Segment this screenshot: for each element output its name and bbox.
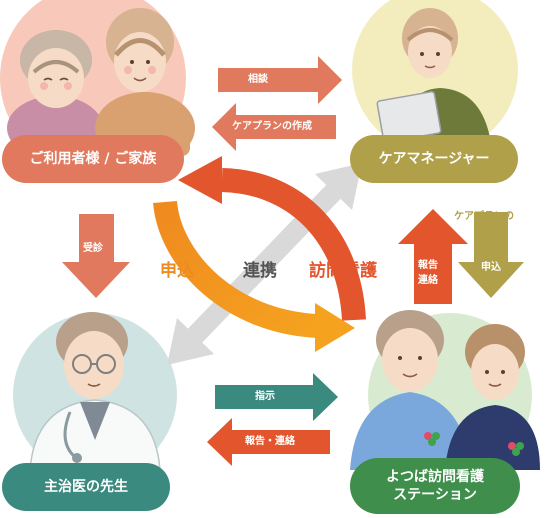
- report-contact-up-arrow: [398, 209, 468, 304]
- clover-logo-icon: [424, 432, 440, 446]
- home-nursing-cycle-label: 訪問看護: [309, 261, 377, 281]
- doctor-illustration: [29, 312, 161, 471]
- family-node: ご利用者様 / ご家族: [2, 135, 184, 183]
- care-manager-illustration: [376, 8, 492, 150]
- consult-label: 相談: [248, 74, 268, 85]
- cooperation-cycle-label: 連携: [243, 261, 277, 281]
- clover-logo-icon: [508, 442, 524, 456]
- apply-arc-arrow: [153, 200, 355, 352]
- home-nursing-arc-arrow: [178, 156, 366, 321]
- apply-small-label: 申込: [481, 262, 501, 273]
- report-contact-arrow: [207, 418, 330, 466]
- station-node-label-line1: よつば訪問看護: [386, 468, 484, 485]
- care-plan-delivery-down-arrow: [458, 212, 524, 298]
- consult-visit-arrow: [62, 214, 130, 298]
- consult-arrow: [218, 56, 342, 104]
- family-node-label: ご利用者様 / ご家族: [29, 150, 157, 167]
- doctor-node-label: 主治医の先生: [44, 478, 128, 495]
- station-node: よつば訪問看護 ステーション: [350, 458, 520, 514]
- station-illustration: [350, 310, 540, 470]
- care-plan-delivery-label: ケアプランの 交付: [454, 209, 514, 239]
- care-plan-create-label: ケアプランの作成: [232, 121, 312, 132]
- report-contact-label: 報告・連絡: [245, 436, 295, 447]
- report-contact-up-label-line1: 報告: [418, 260, 438, 271]
- care-manager-node: ケアマネージャー: [350, 135, 518, 183]
- doctor-node: 主治医の先生: [2, 463, 170, 511]
- consult-visit-label: 受診: [83, 243, 103, 254]
- instruct-arrow: [215, 373, 338, 421]
- instruct-label: 指示: [255, 391, 275, 402]
- care-plan-delivery-label-line2: 交付: [474, 226, 494, 237]
- station-node-label-line2: ステーション: [393, 487, 477, 503]
- care-plan-create-arrow: [212, 103, 336, 151]
- apply-cycle-label: 申込: [160, 261, 194, 281]
- report-contact-up-label-line2: 連絡: [418, 275, 438, 286]
- care-plan-delivery-label-line1: ケアプランの: [454, 211, 514, 222]
- report-contact-up-label: 報告 連絡: [418, 258, 438, 288]
- care-manager-node-label: ケアマネージャー: [378, 150, 490, 167]
